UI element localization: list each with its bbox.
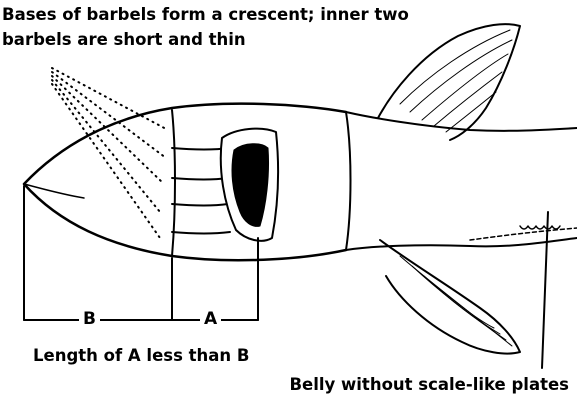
snout-outline xyxy=(24,104,346,261)
body-ridge-bumps xyxy=(520,226,560,229)
barbel-caption: Bases of barbels form a crescent; inner … xyxy=(2,2,409,52)
length-caption: Length of A less than B xyxy=(33,343,249,368)
marker-b-label: B xyxy=(79,311,100,328)
marker-a-label: A xyxy=(200,311,221,328)
barbel-caption-line-1: Bases of barbels form a crescent; inner … xyxy=(2,5,409,24)
head-body-junction xyxy=(346,112,351,250)
belly-caption: Belly without scale-like plates xyxy=(289,372,569,397)
belly-leader-line xyxy=(542,212,548,368)
body-belly-edge xyxy=(470,228,577,240)
barbel-caption-line-2: barbels are short and thin xyxy=(2,30,246,49)
